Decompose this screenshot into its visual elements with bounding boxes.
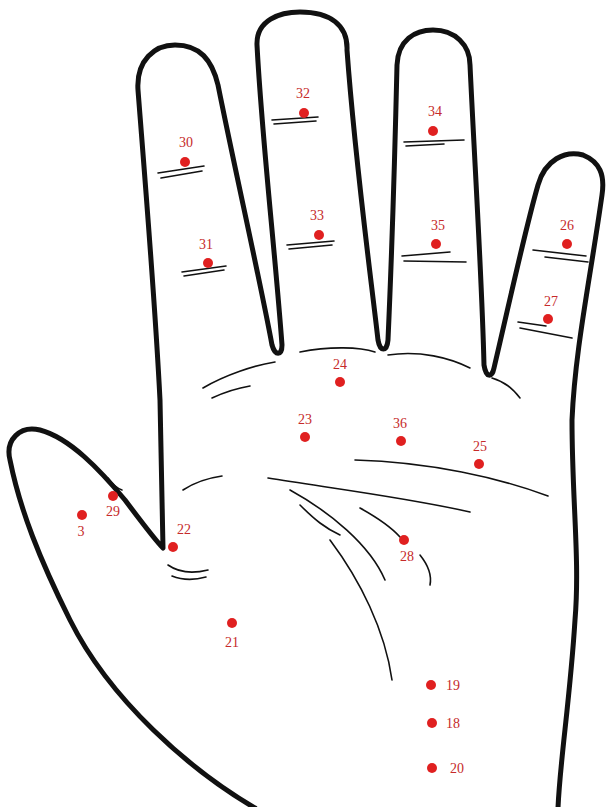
- point-dot: [427, 718, 437, 728]
- crease: [287, 241, 334, 249]
- point-dot: [227, 618, 237, 628]
- point-dot: [77, 510, 87, 520]
- callout-number: 26: [560, 219, 574, 233]
- palm-line: [388, 353, 470, 368]
- callout-number: 27: [544, 295, 558, 309]
- callout-number: 36: [393, 417, 407, 431]
- callout-number: 29: [106, 505, 120, 519]
- callout-number: 28: [400, 550, 414, 564]
- crease: [158, 166, 204, 178]
- point-dot: [474, 459, 484, 469]
- point-dot: [203, 258, 213, 268]
- crease: [108, 478, 122, 490]
- point-dot: [108, 491, 118, 501]
- callout-number: 21: [225, 636, 239, 650]
- palm-line: [300, 505, 340, 535]
- crease: [533, 250, 588, 262]
- point-dot: [428, 126, 438, 136]
- callout-number: 30: [179, 136, 193, 150]
- palm-line: [290, 490, 385, 580]
- callout-number: 3: [78, 525, 85, 539]
- palm-line: [360, 508, 400, 537]
- callout-number: 32: [296, 87, 310, 101]
- callout-number: 23: [298, 413, 312, 427]
- point-dot: [299, 108, 309, 118]
- point-dot: [426, 680, 436, 690]
- palm-line: [212, 386, 250, 398]
- crease: [404, 140, 464, 146]
- callout-number: 25: [473, 440, 487, 454]
- callout-number: 18: [446, 717, 460, 731]
- callout-number: 22: [177, 523, 191, 537]
- callout-number: 35: [431, 219, 445, 233]
- point-dot: [168, 542, 178, 552]
- crease: [182, 266, 226, 276]
- crease: [168, 565, 208, 579]
- palm-line: [492, 378, 520, 398]
- finger-creases: [108, 117, 588, 579]
- point-dot: [562, 239, 572, 249]
- point-dot: [314, 230, 324, 240]
- palm-line: [183, 476, 222, 490]
- point-dot: [399, 535, 409, 545]
- callout-number: 34: [428, 105, 442, 119]
- callout-number: 33: [310, 209, 324, 223]
- hand-drawing: [9, 12, 603, 807]
- point-dot: [300, 432, 310, 442]
- palm-line: [330, 540, 392, 680]
- callout-number: 20: [450, 762, 464, 776]
- crease: [518, 322, 572, 338]
- palm-line: [300, 348, 375, 352]
- callout-number: 19: [446, 679, 460, 693]
- palm-line: [203, 362, 275, 388]
- point-dot: [431, 239, 441, 249]
- hand-outline: [9, 12, 603, 807]
- point-dot: [543, 314, 553, 324]
- point-dot: [180, 157, 190, 167]
- callout-number: 31: [199, 238, 213, 252]
- callout-number: 24: [333, 358, 347, 372]
- palm-lines: [183, 348, 548, 680]
- point-dot: [427, 763, 437, 773]
- point-dot: [335, 377, 345, 387]
- acupoint-dots: [77, 108, 572, 773]
- crease: [272, 117, 318, 124]
- palm-line: [420, 555, 431, 585]
- point-dot: [396, 436, 406, 446]
- crease: [402, 252, 466, 262]
- palm-line: [355, 460, 548, 496]
